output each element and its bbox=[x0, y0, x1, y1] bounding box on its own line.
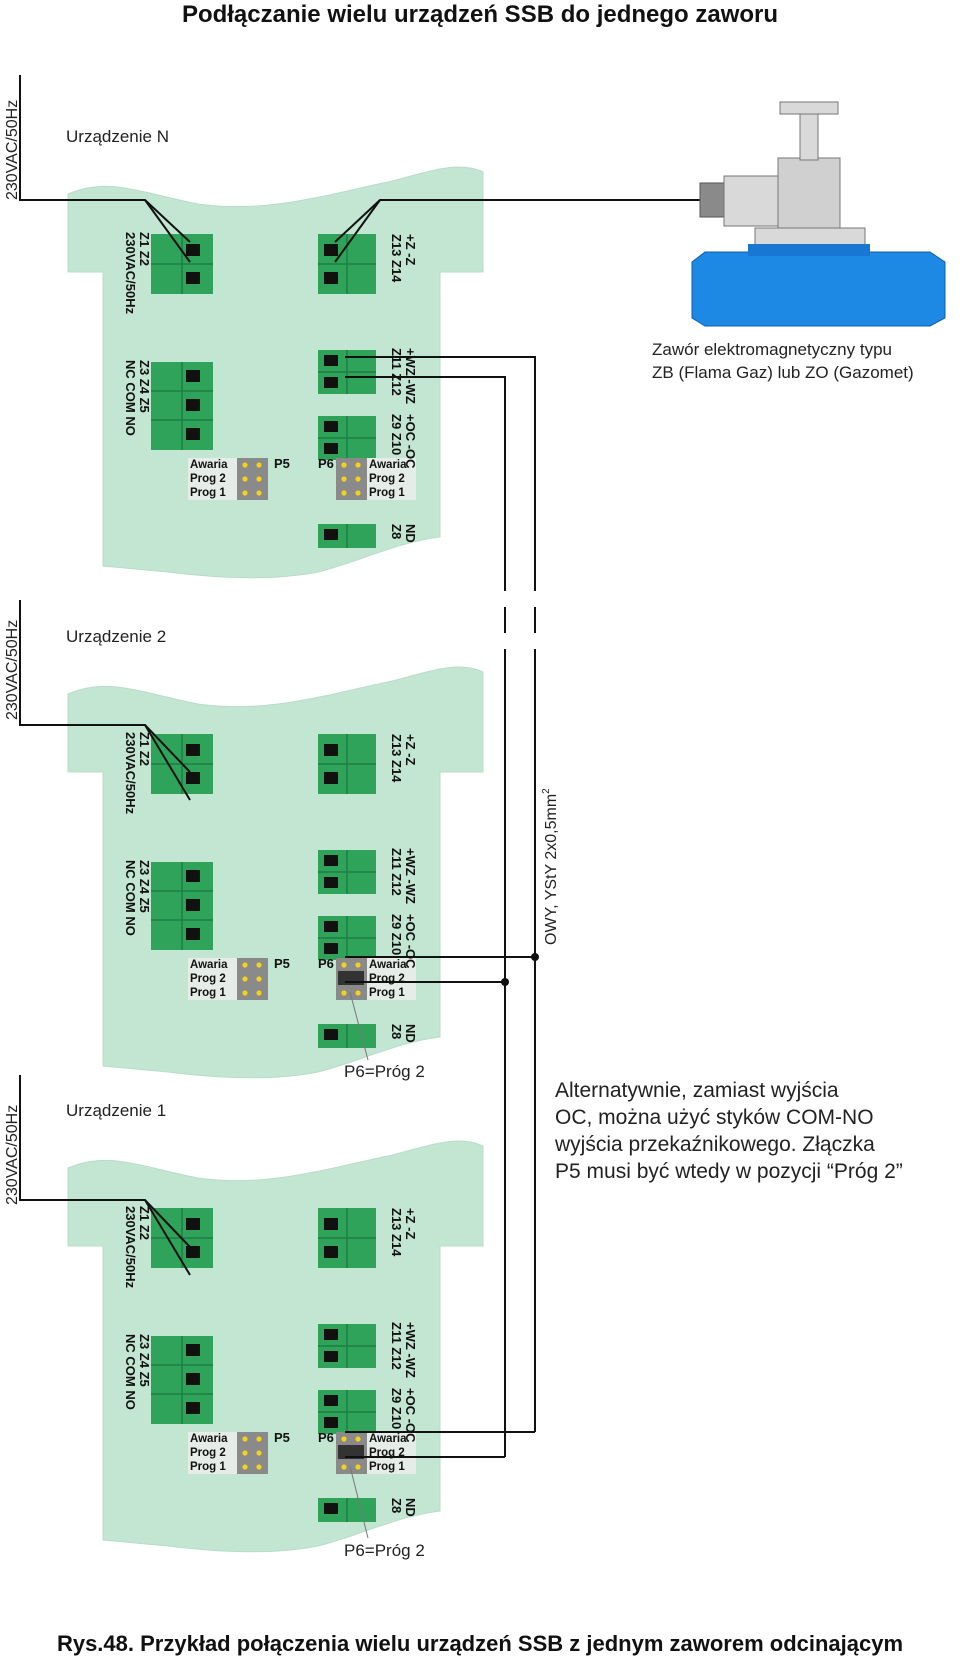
label-oc: +OC -OC bbox=[403, 414, 418, 469]
label-z9z10: Z9 Z10 bbox=[389, 414, 404, 455]
note-line: P5 musi być wtedy w pozycji “Próg 2” bbox=[555, 1160, 903, 1183]
label-nd: ND bbox=[403, 524, 418, 543]
label-z11z12: Z11 Z12 bbox=[389, 1322, 404, 1370]
label-prog2: Prog 2 bbox=[190, 1447, 226, 1459]
alternative-note: Alternatywnie, zamiast wyjścia OC, można… bbox=[554, 1079, 903, 1183]
label-supply: 230VAC/50Hz bbox=[123, 232, 138, 315]
label-oc: +OC -OC bbox=[403, 1388, 418, 1443]
device-name: Urządzenie N bbox=[66, 127, 169, 146]
figure-caption: Rys.48. Przykład połączenia wielu urządz… bbox=[56, 1631, 904, 1656]
label-wz: +WZ -WZ bbox=[403, 848, 418, 904]
label-prog2: Prog 2 bbox=[369, 973, 405, 985]
label-supply: 230VAC/50Hz bbox=[123, 1206, 138, 1289]
label-prog1: Prog 1 bbox=[369, 987, 405, 999]
label-p5: P5 bbox=[274, 956, 290, 971]
label-pz: +Z -Z bbox=[403, 1208, 418, 1239]
label-nccomno: NC COM NO bbox=[123, 860, 138, 936]
label-prog1: Prog 1 bbox=[369, 487, 405, 499]
wiring bbox=[19, 75, 712, 1458]
label-z3z5: Z3 Z4 Z5 bbox=[137, 1334, 152, 1387]
label-p6: P6 bbox=[318, 456, 334, 471]
label-z8: Z8 bbox=[389, 524, 404, 539]
label-z9z10: Z9 Z10 bbox=[389, 914, 404, 955]
label-pz: +Z -Z bbox=[403, 734, 418, 765]
label-awaria: Awaria bbox=[369, 959, 407, 971]
label-p5: P5 bbox=[274, 456, 290, 471]
label-z3z5: Z3 Z4 Z5 bbox=[137, 860, 152, 913]
device-name: Urządzenie 2 bbox=[66, 627, 166, 646]
note-line: Alternatywnie, zamiast wyjścia bbox=[555, 1079, 839, 1102]
device-name: Urządzenie 1 bbox=[66, 1101, 166, 1120]
valve-label-line2: ZB (Flama Gaz) lub ZO (Gazomet) bbox=[652, 363, 914, 382]
label-z8: Z8 bbox=[389, 1498, 404, 1513]
label-z13z14: Z13 Z14 bbox=[389, 1208, 404, 1257]
label-awaria: Awaria bbox=[190, 1433, 228, 1445]
label-p5: P5 bbox=[274, 1430, 290, 1445]
device-2: Urządzenie 2 Z1 Z2 230VAC/50Hz Z3 Z4 Z5 … bbox=[66, 627, 484, 1081]
page-title: Podłączanie wielu urządzeń SSB do jedneg… bbox=[181, 1, 779, 28]
label-prog2: Prog 2 bbox=[190, 473, 226, 485]
label-z13z14: Z13 Z14 bbox=[389, 734, 404, 783]
valve-label-line1: Zawór elektromagnetyczny typu bbox=[652, 340, 892, 359]
jumper-note: P6=Próg 2 bbox=[344, 1541, 425, 1560]
note-line: wyjścia przekaźnikowego. Złączka bbox=[554, 1133, 875, 1156]
label-pz: +Z -Z bbox=[403, 234, 418, 265]
label-z11z12: Z11 Z12 bbox=[389, 348, 404, 396]
p6-jumper-cap bbox=[338, 1445, 364, 1459]
junction-dot bbox=[531, 953, 539, 961]
jumper-note-leader bbox=[349, 1465, 369, 1539]
label-prog2: Prog 2 bbox=[190, 973, 226, 985]
cable-label: OWY, YStY 2x0,5mm2 bbox=[541, 788, 560, 945]
label-oc: +OC -OC bbox=[403, 914, 418, 969]
label-nd: ND bbox=[403, 1498, 418, 1517]
label-z1z2: Z1 Z2 bbox=[137, 732, 152, 766]
label-prog1: Prog 1 bbox=[190, 987, 226, 999]
device-n: Urządzenie N Z1 Z2 230VAC/50Hz Z3 Z4 Z5 … bbox=[66, 127, 484, 579]
label-z11z12: Z11 Z12 bbox=[389, 848, 404, 896]
jumper-note-leader bbox=[349, 991, 369, 1061]
device-1: Urządzenie 1 Z1 Z2 230VAC/50Hz Z3 Z4 Z5 … bbox=[66, 1101, 484, 1560]
supply-label: 230VAC/50Hz bbox=[4, 100, 21, 200]
solenoid-valve-icon bbox=[691, 101, 946, 327]
label-z1z2: Z1 Z2 bbox=[137, 232, 152, 266]
label-p6: P6 bbox=[318, 1430, 334, 1445]
junction-dot bbox=[501, 978, 509, 986]
supply-label: 230VAC/50Hz bbox=[4, 620, 21, 720]
label-supply: 230VAC/50Hz bbox=[123, 732, 138, 815]
label-nccomno: NC COM NO bbox=[123, 360, 138, 436]
label-prog1: Prog 1 bbox=[190, 487, 226, 499]
label-nd: ND bbox=[403, 1024, 418, 1043]
label-awaria: Awaria bbox=[369, 459, 407, 471]
label-awaria: Awaria bbox=[369, 1433, 407, 1445]
label-prog1: Prog 1 bbox=[369, 1461, 405, 1473]
label-awaria: Awaria bbox=[190, 459, 228, 471]
label-z1z2: Z1 Z2 bbox=[137, 1206, 152, 1240]
label-z13z14: Z13 Z14 bbox=[389, 234, 404, 283]
label-awaria: Awaria bbox=[190, 959, 228, 971]
note-line: OC, można użyć styków COM-NO bbox=[555, 1106, 874, 1129]
label-z3z5: Z3 Z4 Z5 bbox=[137, 360, 152, 413]
label-wz: +WZ -WZ bbox=[403, 1322, 418, 1378]
jumper-note: P6=Próg 2 bbox=[344, 1062, 425, 1081]
label-prog1: Prog 1 bbox=[190, 1461, 226, 1473]
label-p6: P6 bbox=[318, 956, 334, 971]
label-z8: Z8 bbox=[389, 1024, 404, 1039]
label-z9z10: Z9 Z10 bbox=[389, 1388, 404, 1429]
label-prog2: Prog 2 bbox=[369, 473, 405, 485]
supply-label: 230VAC/50Hz bbox=[4, 1105, 21, 1205]
label-nccomno: NC COM NO bbox=[123, 1334, 138, 1410]
